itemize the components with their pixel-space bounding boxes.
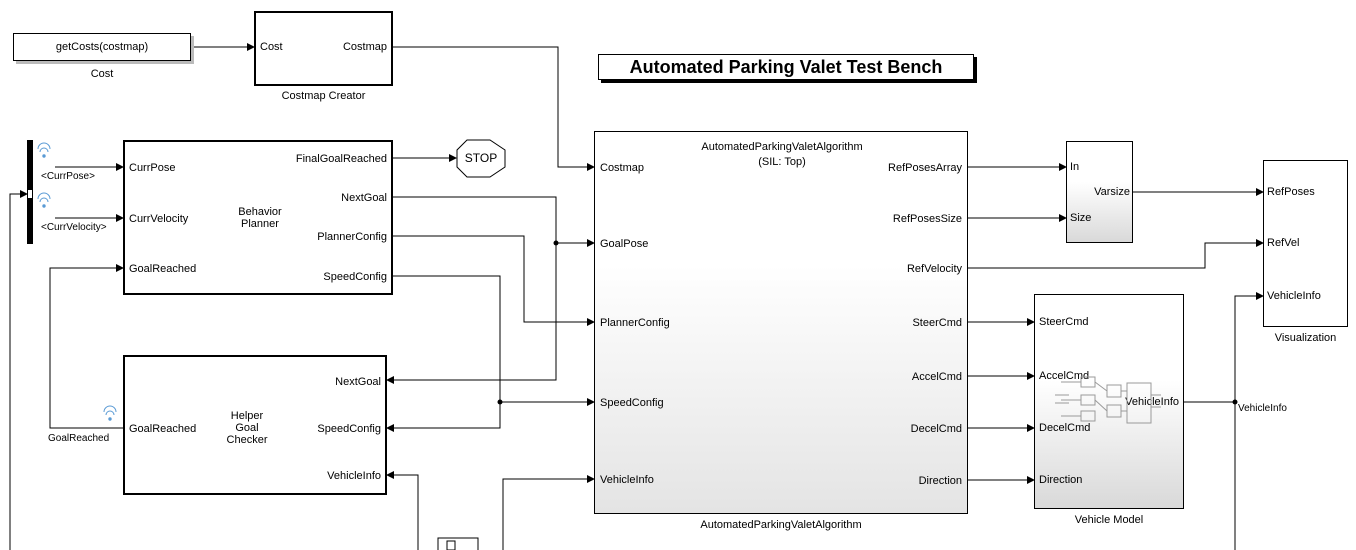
parking-valet-algorithm-block[interactable]: AutomatedParkingValetAlgorithm (SIL: Top… <box>594 131 968 514</box>
behavior-planner-name-2: Planner <box>241 218 279 230</box>
line-plannerconfig <box>393 235 595 326</box>
port-size: Size <box>1070 212 1092 224</box>
line-nextgoal <box>393 196 557 243</box>
line-goalreached <box>49 264 124 429</box>
port-costmap: Costmap <box>342 41 387 53</box>
behavior-planner-block[interactable]: CurrPose CurrVelocity GoalReached FinalG… <box>123 140 393 295</box>
port-goalpose-in: GoalPose <box>600 238 649 250</box>
line-vehicleinfo-vis <box>1234 292 1264 550</box>
port-costmap-in: Costmap <box>600 162 645 174</box>
port-cost: Cost <box>260 41 283 53</box>
port-speedconfig-in: SpeedConfig <box>317 423 381 435</box>
line-bus-feedback <box>9 190 28 550</box>
port-vehicleinfo-out: VehicleInfo <box>1125 396 1179 408</box>
port-direction-in: Direction <box>1039 474 1083 486</box>
line-costmap <box>393 46 595 171</box>
line-speedconfig <box>393 275 595 406</box>
port-finalgoalreached: FinalGoalReached <box>295 153 387 165</box>
port-vehicleinfo-in-algo: VehicleInfo <box>600 474 654 486</box>
wifi-icon <box>37 192 51 208</box>
port-vehicleinfo-vis: VehicleInfo <box>1267 290 1321 302</box>
port-refvelocity: RefVelocity <box>906 263 962 275</box>
algorithm-header-2: (SIL: Top) <box>758 156 806 168</box>
goal-checker-name-3: Checker <box>226 434 268 446</box>
vehicle-model-label: Vehicle Model <box>1074 514 1144 526</box>
visualization-block[interactable]: RefPoses RefVel VehicleInfo <box>1263 160 1348 327</box>
port-steercmd: SteerCmd <box>912 317 962 329</box>
cost-expression: getCosts(costmap) <box>55 41 149 53</box>
line-speedconfig-checker <box>386 402 501 432</box>
cost-block[interactable]: getCosts(costmap) <box>13 33 191 61</box>
port-in: In <box>1070 161 1080 173</box>
costmap-creator-block[interactable]: Cost Costmap <box>254 11 393 86</box>
model-title: Automated Parking Valet Test Bench <box>598 54 974 80</box>
port-refposessize: RefPosesSize <box>892 213 962 225</box>
bus-label-currvelocity: <CurrVelocity> <box>41 222 107 233</box>
cost-block-label: Cost <box>90 68 114 80</box>
visualization-label: Visualization <box>1274 332 1337 344</box>
port-steercmd-in: SteerCmd <box>1039 316 1089 328</box>
line-nextgoal-checker <box>386 243 557 384</box>
junction-dot <box>497 399 503 405</box>
vehicle-model-diagram-icon <box>1055 376 1161 424</box>
goal-checker-name-1: Helper <box>230 410 264 422</box>
port-decelcmd: DecelCmd <box>910 423 962 435</box>
port-nextgoal: NextGoal <box>341 192 387 204</box>
port-refvel: RefVel <box>1267 237 1300 249</box>
goal-checker-name-2: Goal <box>235 422 259 434</box>
port-decelcmd-in: DecelCmd <box>1039 422 1091 434</box>
vehicleinfo-signal-label: VehicleInfo <box>1238 403 1287 414</box>
junction-dot <box>553 240 559 246</box>
line-vehicleinfo-checker <box>386 471 419 550</box>
wifi-icon <box>37 142 51 158</box>
junction-dot <box>1232 399 1238 405</box>
port-varsize: Varsize <box>1094 186 1130 198</box>
behavior-planner-name-1: Behavior <box>238 206 282 218</box>
port-speedconfig: SpeedConfig <box>323 271 387 283</box>
port-currpose: CurrPose <box>129 162 176 174</box>
port-currvelocity: CurrVelocity <box>129 213 189 225</box>
wifi-icon <box>103 405 117 421</box>
port-refposes: RefPoses <box>1267 186 1315 198</box>
port-accelcmd-in: AccelCmd <box>1039 370 1090 382</box>
line-refvelocity <box>968 239 1264 269</box>
algorithm-header-1: AutomatedParkingValetAlgorithm <box>701 141 863 153</box>
port-goalreached: GoalReached <box>129 263 197 275</box>
algorithm-caption: AutomatedParkingValetAlgorithm <box>700 519 862 531</box>
line-vehicleinfo-algo <box>502 475 595 550</box>
port-refposesarray: RefPosesArray <box>888 162 962 174</box>
goal-checker-block[interactable]: GoalReached NextGoal SpeedConfig Vehicle… <box>123 355 387 495</box>
port-goalreached-out: GoalReached <box>129 423 197 435</box>
port-direction: Direction <box>918 475 962 487</box>
vehicle-model-block[interactable]: SteerCmd AccelCmd DecelCmd Direction Veh… <box>1034 294 1184 509</box>
port-accelcmd: AccelCmd <box>911 371 962 383</box>
bus-label-currpose: <CurrPose> <box>41 171 95 182</box>
stop-label[interactable]: STOP <box>464 151 498 165</box>
port-nextgoal-in: NextGoal <box>335 376 381 388</box>
costmap-creator-label: Costmap Creator <box>281 90 366 102</box>
port-plannerconfig-in: PlannerConfig <box>600 317 670 329</box>
port-vehicleinfo-in: VehicleInfo <box>327 470 381 482</box>
varsize-block[interactable]: In Size Varsize <box>1066 141 1133 243</box>
stop-octagon <box>456 139 506 178</box>
memory-block <box>437 537 479 550</box>
port-plannerconfig: PlannerConfig <box>317 231 387 243</box>
port-speedconfig-in-algo: SpeedConfig <box>600 397 664 409</box>
goalreached-signal-label: GoalReached <box>48 433 110 444</box>
